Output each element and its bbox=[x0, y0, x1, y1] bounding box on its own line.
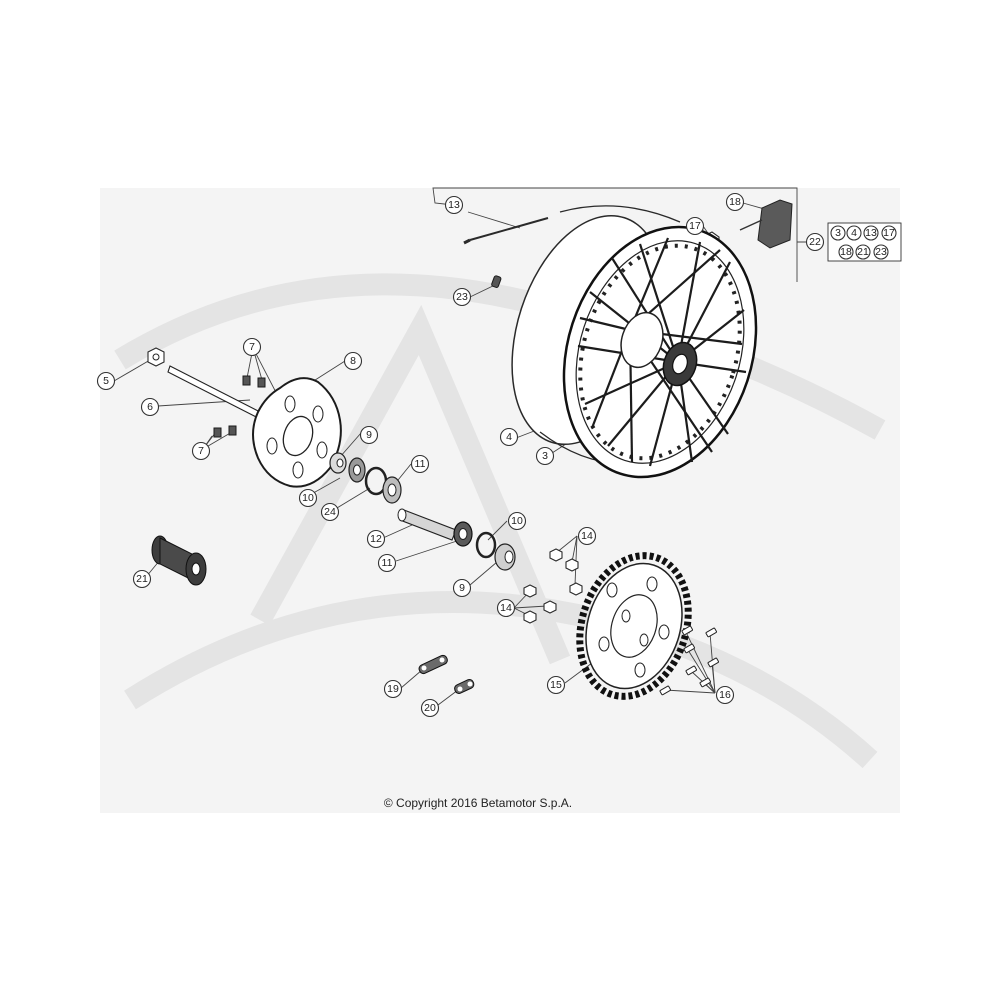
callout: 18 bbox=[725, 192, 745, 212]
copyright-text: © Copyright 2016 Betamotor S.p.A. bbox=[384, 796, 572, 810]
callout: 14 bbox=[577, 526, 597, 546]
spacer-part-9-right bbox=[494, 543, 516, 571]
chain-link-part-20 bbox=[454, 678, 475, 694]
callout-label: 14 bbox=[581, 530, 593, 542]
callout-label: 20 bbox=[424, 702, 436, 714]
brake-disc-part bbox=[252, 377, 342, 488]
callout: 4 bbox=[499, 427, 519, 447]
callout-label: 15 bbox=[550, 679, 562, 691]
callout-label: 21 bbox=[136, 573, 148, 585]
rear-wheel bbox=[511, 205, 758, 479]
callout-label: 23 bbox=[456, 291, 468, 303]
kit-callout-label: 3 bbox=[835, 227, 841, 239]
callout: 20 bbox=[420, 698, 440, 718]
callout: 11 bbox=[410, 454, 430, 474]
callout-label: 9 bbox=[366, 429, 372, 441]
callout-label: 6 bbox=[147, 401, 153, 413]
bearing-part-10-left bbox=[348, 457, 366, 483]
callout: 14 bbox=[496, 598, 516, 618]
chain-link-part-19 bbox=[418, 654, 448, 675]
callout-label: 7 bbox=[198, 445, 204, 457]
callout: 16 bbox=[715, 685, 735, 705]
callout-label: 13 bbox=[448, 199, 460, 211]
callout-label: 12 bbox=[370, 533, 382, 545]
callout: 15 bbox=[546, 675, 566, 695]
kit-callout-label: 21 bbox=[857, 246, 869, 258]
callout-label: 11 bbox=[382, 557, 393, 569]
callout-label: 10 bbox=[511, 515, 523, 527]
callout-label: 18 bbox=[729, 196, 741, 208]
callout-label: 24 bbox=[324, 506, 336, 518]
callout-label: 8 bbox=[350, 355, 356, 367]
sprocket-screws-part bbox=[659, 625, 719, 696]
spoke-part bbox=[463, 217, 549, 245]
hub-part bbox=[151, 535, 207, 586]
callout-label: 22 bbox=[809, 236, 821, 248]
callout-label: 3 bbox=[542, 450, 548, 462]
bearing-part-10-right bbox=[475, 531, 497, 559]
callout: 6 bbox=[140, 397, 160, 417]
callout-label: 16 bbox=[719, 689, 731, 701]
bearing-part-11-left bbox=[382, 476, 402, 504]
callout-label: 14 bbox=[500, 602, 512, 614]
kit-callout-label: 17 bbox=[883, 227, 895, 239]
callout: 8 bbox=[343, 351, 363, 371]
callout-label: 9 bbox=[459, 582, 465, 594]
callout-label: 11 bbox=[415, 458, 426, 470]
callout: 17 bbox=[685, 216, 705, 236]
rim-tape-part bbox=[739, 199, 793, 249]
callout-label: 10 bbox=[302, 492, 314, 504]
kit-callout-label: 18 bbox=[840, 246, 852, 258]
callout: 23 bbox=[452, 287, 472, 307]
bearing-part-11-right bbox=[453, 521, 473, 547]
callout-label: 17 bbox=[689, 220, 701, 232]
callout-label: 4 bbox=[506, 431, 512, 443]
callout: 3 bbox=[535, 446, 555, 466]
callout: 7 bbox=[191, 441, 211, 461]
kit-callout-label: 4 bbox=[851, 227, 857, 239]
kit-callout-label: 13 bbox=[865, 227, 877, 239]
spacer-tube-part-12 bbox=[397, 508, 457, 541]
spoke-nipple-part bbox=[491, 275, 502, 288]
callout: 22 bbox=[805, 232, 825, 252]
callout: 7 bbox=[242, 337, 262, 357]
spacer-part-9 bbox=[329, 452, 347, 474]
axle-nut-part bbox=[147, 347, 165, 367]
kit-22-contents-box: 3 4 13 17 18 21 23 bbox=[827, 222, 902, 262]
callout: 21 bbox=[132, 569, 152, 589]
sprocket-part bbox=[576, 552, 692, 700]
callout: 19 bbox=[383, 679, 403, 699]
callout: 10 bbox=[507, 511, 527, 531]
callout-label: 5 bbox=[103, 375, 109, 387]
kit-callout-label: 23 bbox=[875, 246, 887, 258]
sprocket-nuts-part bbox=[523, 548, 583, 624]
callout-label: 7 bbox=[249, 341, 255, 353]
callout: 9 bbox=[359, 425, 379, 445]
callout: 5 bbox=[96, 371, 116, 391]
callout: 24 bbox=[320, 502, 340, 522]
callout: 9 bbox=[452, 578, 472, 598]
callout-label: 19 bbox=[387, 683, 399, 695]
disc-screws-part bbox=[213, 375, 266, 438]
callout: 13 bbox=[444, 195, 464, 215]
callout: 11 bbox=[377, 553, 397, 573]
callout: 10 bbox=[298, 488, 318, 508]
callout: 12 bbox=[366, 529, 386, 549]
